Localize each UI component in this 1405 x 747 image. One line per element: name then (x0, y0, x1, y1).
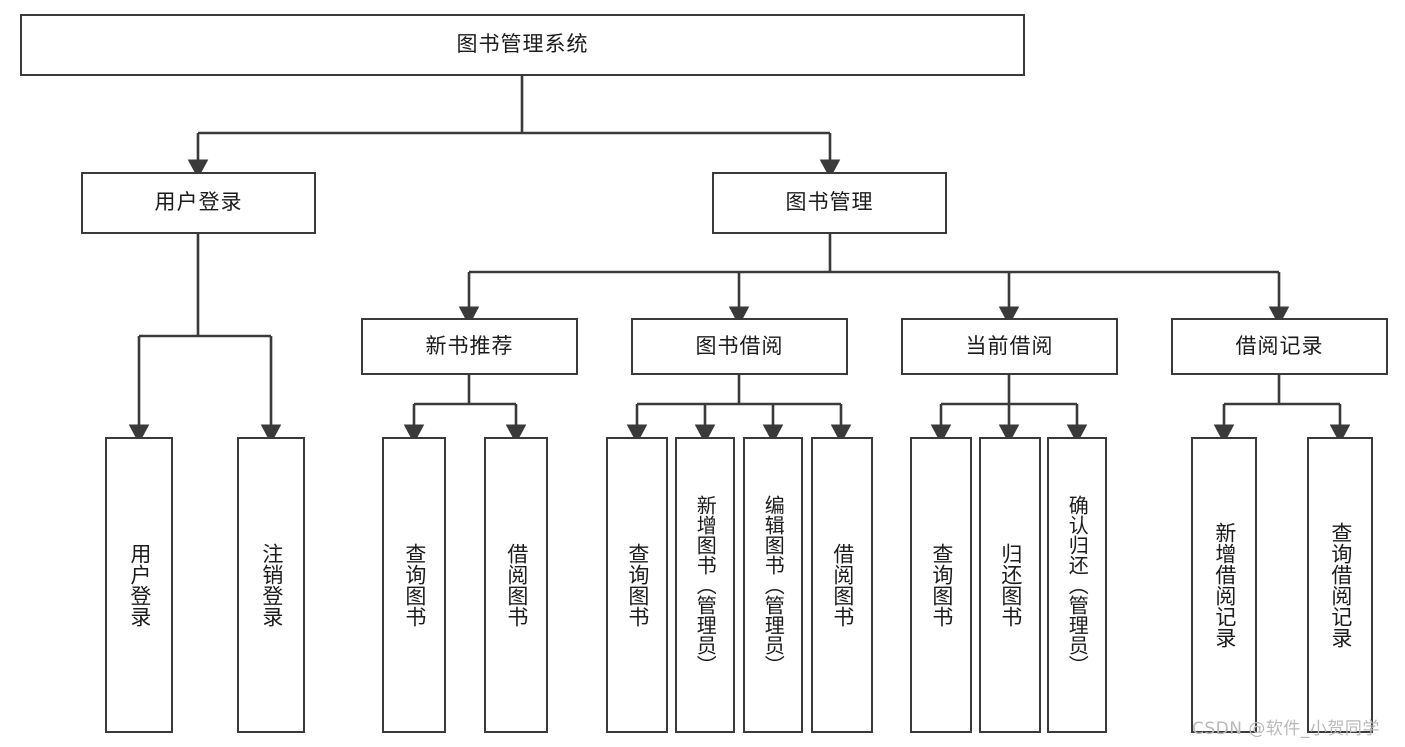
node-label: 当前借阅 (965, 333, 1054, 358)
leaf-add-record[interactable]: 新增借阅记录 (1191, 437, 1257, 733)
node-book-borrow[interactable]: 图书借阅 (631, 318, 848, 375)
leaf-query-book-1[interactable]: 查询图书 (382, 437, 446, 733)
node-user-login[interactable]: 用户登录 (81, 172, 316, 234)
node-label: 图书借阅 (695, 333, 784, 358)
node-label: 新增图书（管理员） (693, 495, 718, 675)
leaf-logout-login[interactable]: 注销登录 (237, 437, 305, 733)
node-current-borrow[interactable]: 当前借阅 (901, 318, 1118, 375)
leaf-borrow-book-2[interactable]: 借阅图书 (811, 437, 873, 733)
node-label: 确认归还（管理员） (1065, 495, 1090, 675)
node-new-book-recommend[interactable]: 新书推荐 (361, 318, 578, 375)
node-label: 借阅图书 (830, 543, 855, 627)
node-label: 用户登录 (154, 190, 243, 215)
node-label: 查询图书 (625, 543, 650, 627)
leaf-query-book-3[interactable]: 查询图书 (910, 437, 972, 733)
leaf-confirm-return[interactable]: 确认归还（管理员） (1047, 437, 1107, 733)
node-label: 图书管理 (785, 190, 874, 215)
leaf-query-book-2[interactable]: 查询图书 (606, 437, 668, 733)
node-label: 新书推荐 (425, 333, 514, 358)
node-label: 注销登录 (259, 543, 284, 627)
node-label: 归还图书 (998, 543, 1023, 627)
leaf-query-record[interactable]: 查询借阅记录 (1307, 437, 1373, 733)
leaf-edit-book[interactable]: 编辑图书（管理员） (743, 437, 803, 733)
leaf-add-book[interactable]: 新增图书（管理员） (675, 437, 735, 733)
node-label: 图书管理系统 (456, 32, 589, 57)
node-label: 新增借阅记录 (1212, 522, 1237, 648)
node-label: 查询图书 (402, 543, 427, 627)
node-label: 借阅记录 (1235, 333, 1324, 358)
csdn-watermark: CSDN @软件_小贺同学 (1192, 719, 1380, 739)
node-label: 借阅图书 (504, 543, 529, 627)
node-label: 查询图书 (929, 543, 954, 627)
node-label: 查询借阅记录 (1328, 522, 1353, 648)
node-borrow-record[interactable]: 借阅记录 (1171, 318, 1388, 375)
node-label: 编辑图书（管理员） (761, 495, 786, 675)
node-root-book-management-system[interactable]: 图书管理系统 (20, 14, 1025, 76)
leaf-borrow-book-1[interactable]: 借阅图书 (484, 437, 548, 733)
leaf-user-login[interactable]: 用户登录 (105, 437, 173, 733)
node-label: 用户登录 (127, 543, 152, 627)
node-book-management[interactable]: 图书管理 (712, 172, 947, 234)
leaf-return-book[interactable]: 归还图书 (979, 437, 1041, 733)
